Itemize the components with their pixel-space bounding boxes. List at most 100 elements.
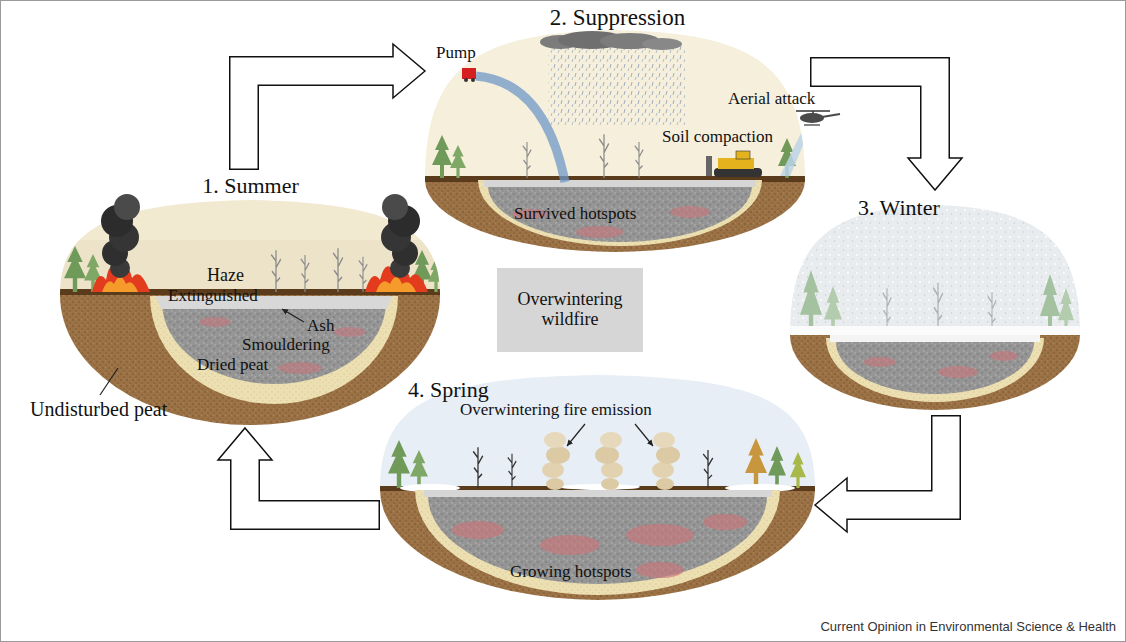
spring-scene — [703, 514, 747, 530]
spring-scene — [428, 496, 767, 584]
suppression-scene — [415, 178, 815, 258]
arrow-head — [393, 44, 425, 98]
summer-scene — [301, 255, 309, 292]
winter-scene — [826, 338, 1044, 402]
water-pump — [462, 68, 476, 79]
suppression-scene — [415, 20, 815, 258]
winter-scene — [836, 342, 1034, 394]
season-panel: 3. Winter — [785, 190, 1085, 415]
summer-scene — [150, 296, 398, 404]
annotation-label: Ash — [307, 317, 334, 336]
winter-scene — [780, 326, 1090, 335]
spring-scene — [452, 521, 504, 539]
emission-plume — [656, 478, 674, 490]
spring-scene — [370, 365, 825, 492]
cycle-arrow — [810, 72, 962, 190]
spring-scene — [790, 452, 806, 488]
journal-credit: Current Opinion in Environmental Science… — [820, 620, 1116, 634]
arrow-shaft-fill — [245, 458, 379, 515]
annotation-label: Pump — [436, 44, 476, 63]
summer-scene — [428, 258, 444, 292]
suppression-scene — [599, 134, 609, 178]
spring-scene — [745, 438, 767, 488]
annotation-label: Soil compaction — [662, 128, 773, 147]
suppression-scene — [670, 206, 710, 218]
suppression-scene — [736, 151, 750, 159]
smoke-plume — [101, 194, 420, 278]
emission-plume — [652, 462, 674, 478]
winter-scene — [780, 195, 1090, 340]
spring-scene — [768, 446, 786, 488]
summer-scene — [102, 277, 138, 292]
panel-title: 2. Suppression — [425, 5, 810, 30]
arrow-head — [815, 478, 847, 532]
leader-line — [282, 309, 304, 322]
spring-scene — [388, 440, 410, 488]
suppression-scene — [548, 46, 685, 125]
annotation-label: Dried peat — [197, 356, 268, 375]
suppression-scene — [415, 20, 815, 182]
winter-scene — [800, 270, 822, 334]
summer-scene — [359, 257, 367, 292]
annotation-label: Aerial attack — [728, 90, 815, 109]
suppression-scene — [450, 145, 466, 178]
emission-plume — [601, 478, 619, 490]
spring-scene — [540, 535, 600, 555]
rain-cloud — [642, 38, 682, 50]
spring-scene — [424, 490, 772, 497]
winter-scene — [830, 335, 1040, 342]
summer-scene — [271, 250, 281, 292]
emission-plume — [595, 446, 619, 464]
summer-scene — [199, 317, 231, 327]
arrow-head — [218, 428, 272, 460]
emission-plume — [544, 432, 566, 448]
helicopter — [800, 113, 824, 123]
annotation-label: Undisturbed peat — [30, 398, 167, 420]
summer-scene — [50, 190, 450, 432]
suppression-scene — [476, 76, 565, 182]
rain-cloud — [540, 31, 682, 50]
suppression-scene — [780, 123, 812, 176]
emission-plume — [546, 446, 570, 464]
arrow-shaft-fill — [845, 417, 946, 506]
cycle-arrow — [815, 415, 946, 532]
spring-scene — [415, 490, 780, 595]
winter-scene — [780, 195, 1090, 423]
summer-scene — [64, 246, 86, 292]
emission-plume — [546, 478, 564, 490]
helicopter — [822, 114, 840, 117]
suppression-scene — [478, 180, 762, 246]
summer-scene — [333, 248, 343, 292]
water-pump — [464, 78, 468, 82]
winter-scene — [1040, 274, 1060, 334]
annotation-label: Survived hotspots — [514, 205, 636, 224]
annotation-label: Overwintering fire emission — [460, 401, 652, 420]
winter-scene — [883, 288, 891, 332]
winter-scene — [990, 351, 1018, 361]
cycle-arrow — [218, 428, 380, 515]
suppression-scene — [706, 156, 712, 176]
spring-scene — [410, 450, 428, 488]
spring-scene — [473, 447, 483, 488]
suppression-scene — [718, 158, 754, 169]
summer-scene — [278, 362, 322, 374]
arrow-shaft-fill — [812, 72, 936, 160]
spring-scene — [703, 450, 713, 488]
winter-scene — [933, 283, 943, 332]
suppression-scene — [714, 168, 762, 177]
emission-plume — [656, 446, 680, 464]
helicopter — [796, 111, 840, 125]
summer-scene — [376, 277, 416, 292]
arrow-shaft-outline — [244, 71, 393, 170]
leader-line — [635, 424, 653, 446]
leader-line — [100, 368, 118, 395]
emission-plume — [601, 462, 623, 478]
spring-scene — [370, 488, 825, 608]
emission-plume — [542, 432, 680, 490]
smoke-plume — [382, 194, 408, 220]
emission-plume — [542, 462, 564, 478]
suppression-scene — [432, 135, 452, 178]
water-pump — [462, 68, 476, 82]
